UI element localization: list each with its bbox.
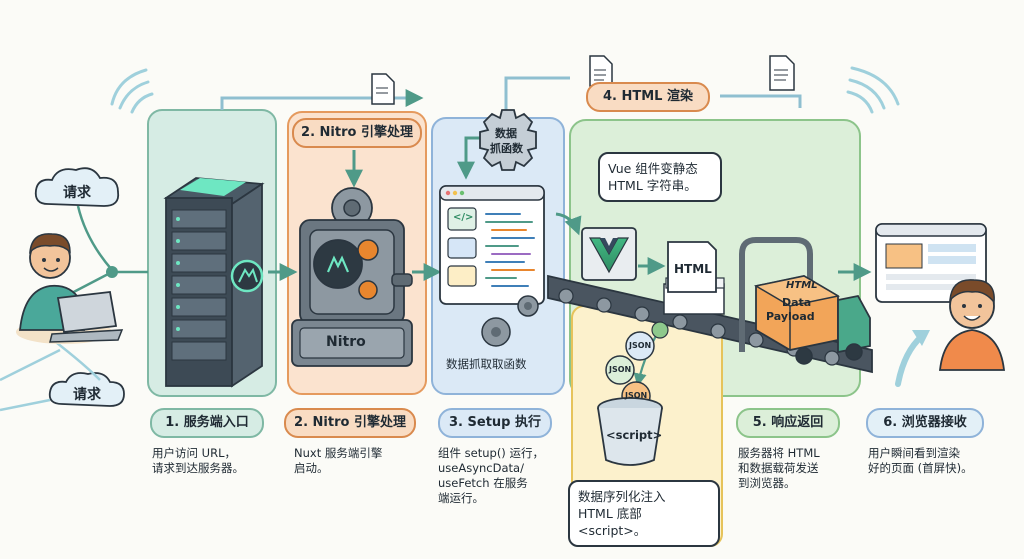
document-icon-top-a xyxy=(589,55,613,87)
html-document-stack xyxy=(663,241,725,315)
step-5-title: 5. 响应返回 xyxy=(736,408,840,438)
step-6-title: 6. 浏览器接收 xyxy=(866,408,984,438)
step-2-desc: Nuxt 服务端引擎 启动。 xyxy=(294,446,424,476)
step-3-desc-line-3: useFetch 在服务 xyxy=(438,476,528,490)
json-bubble-2 xyxy=(605,355,635,385)
step-6-desc-line-1: 用户瞬间看到渲染 xyxy=(868,446,960,460)
serialize-speech-bubble: 数据序列化注入 HTML 底部 <script>。 xyxy=(568,480,720,547)
output-gate-frame xyxy=(739,237,813,352)
fetch-func-label: 数据抓取取函数 xyxy=(446,357,527,371)
truck-box-label-1: HTML xyxy=(786,280,818,291)
wifi-signal-right xyxy=(846,66,900,114)
html-doc-label: HTML xyxy=(674,262,712,276)
step-1-desc-line-1: 用户访问 URL， xyxy=(152,446,236,460)
html-render-pill: 4. HTML 渲染 xyxy=(586,82,710,112)
setup-code-window xyxy=(439,185,545,305)
step-5-desc-line-2: 和数据载荷发送 xyxy=(738,461,819,475)
gear-icon-small-a xyxy=(481,317,511,347)
step-1-desc-line-2: 请求到达服务器。 xyxy=(152,461,244,475)
user-with-laptop xyxy=(16,233,124,344)
cloud-request-bottom xyxy=(48,372,125,407)
truck-box-label-2: Data xyxy=(782,296,812,309)
script-bucket xyxy=(597,397,663,466)
curved-arrow-up xyxy=(895,330,930,387)
cloud-label-top: 请求 xyxy=(63,185,91,201)
truck-box-label-3: Payload xyxy=(766,310,815,323)
step-3-title: 3. Setup 执行 xyxy=(438,408,552,438)
step-3-desc-line-1: 组件 setup() 运行， xyxy=(438,446,544,460)
nitro-title-pill: 2. Nitro 引擎处理 xyxy=(292,118,422,148)
top-flow-lines xyxy=(220,76,802,118)
step-6-desc: 用户瞬间看到渲染 好的页面 (首屏快)。 xyxy=(868,446,1018,476)
code-icon-label: </> xyxy=(453,212,474,223)
delivery-truck xyxy=(753,275,871,365)
json-tag-2: JSON xyxy=(609,365,632,374)
vue-logo-box xyxy=(581,227,637,281)
gear-fetch-label-1: 数据 xyxy=(495,127,517,140)
serialize-bubble-line-2: HTML 底部 <script>。 xyxy=(578,506,647,538)
step-2-desc-line-1: Nuxt 服务端引擎 xyxy=(294,446,383,460)
cloud-request-top xyxy=(34,167,120,207)
vue-bubble-line-1: Vue 组件变静态 xyxy=(608,161,698,176)
step-3-desc-line-2: useAsyncData/ xyxy=(438,461,524,475)
gear-icon-fetch xyxy=(479,109,537,171)
vue-bubble-line-2: HTML 字符串。 xyxy=(608,178,697,193)
json-bubble-1 xyxy=(625,331,655,361)
gear-icon-small-b xyxy=(517,295,539,317)
nitro-machine-icon xyxy=(291,187,413,367)
step-5-desc-line-3: 到浏览器。 xyxy=(738,476,796,490)
script-bucket-label: <script> xyxy=(606,428,663,442)
nitro-machine-label: Nitro xyxy=(326,334,366,350)
step-1-desc: 用户访问 URL， 请求到达服务器。 xyxy=(152,446,280,476)
happy-user-icon xyxy=(938,279,1006,371)
server-rack-icon xyxy=(163,177,265,388)
step-3-desc-line-4: 端运行。 xyxy=(438,491,484,505)
document-icon-top-c xyxy=(769,55,795,91)
step-5-desc-line-1: 服务器将 HTML xyxy=(738,446,820,460)
gear-fetch-label-2: 抓函数 xyxy=(490,142,523,155)
step-2-title: 2. Nitro 引擎处理 xyxy=(284,408,416,438)
step-1-title: 1. 服务端入口 xyxy=(150,408,264,438)
document-icon-top-b xyxy=(371,73,395,105)
wifi-signal-left xyxy=(110,68,154,114)
json-tag-3: JSON xyxy=(625,391,648,400)
vue-speech-bubble: Vue 组件变静态 HTML 字符串。 xyxy=(598,152,722,202)
json-tag-1: JSON xyxy=(629,341,652,350)
step-5-desc: 服务器将 HTML 和数据载荷发送 到浏览器。 xyxy=(738,446,862,491)
serialize-bubble-line-1: 数据序列化注入 xyxy=(578,489,666,504)
step-6-desc-line-2: 好的页面 (首屏快)。 xyxy=(868,461,973,475)
flow-arrows xyxy=(268,136,872,281)
step-2-desc-line-2: 启动。 xyxy=(294,461,329,475)
cloud-label-bottom: 请求 xyxy=(73,387,101,403)
step-3-desc: 组件 setup() 运行， useAsyncData/ useFetch 在服… xyxy=(438,446,568,506)
